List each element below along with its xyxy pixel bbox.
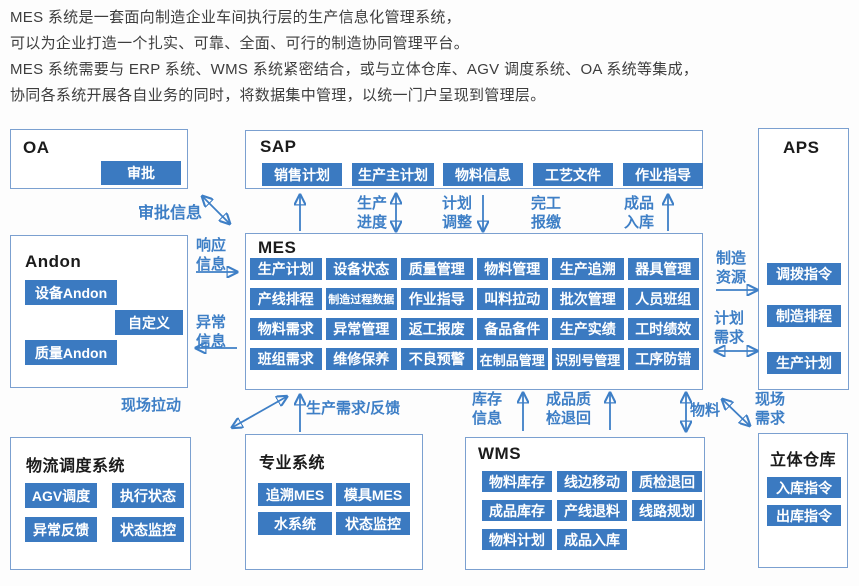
module-chip: 物料需求 (250, 318, 322, 340)
module-chip: 工时绩效 (627, 318, 699, 340)
module-chip: 审批 (101, 161, 181, 185)
aps-box-title: APS (783, 138, 820, 157)
module-chip: 在制品管理 (476, 348, 548, 370)
flow-label-production-progress: 生产 进度 (357, 195, 388, 231)
module-chip: 工艺文件 (533, 163, 613, 186)
module-chip: 成品入库 (557, 529, 627, 550)
oa-box-title: OA (23, 138, 50, 157)
warehouse-box-title: 立体仓库 (770, 452, 837, 469)
module-chip: 出库指令 (767, 505, 841, 526)
wms-box: WMS 物料库存 线边移动 质检退回 成品库存 产线退料 线路规划 物料计划 成… (465, 437, 705, 570)
flow-label-completion-report: 完工 报缴 (531, 195, 562, 231)
module-chip: 追溯MES (258, 483, 332, 506)
module-chip: 状态监控 (336, 512, 410, 535)
intro-line: MES 系统是一套面向制造企业车间执行层的生产信息化管理系统， (10, 9, 461, 26)
module-chip: 返工报废 (401, 318, 473, 340)
andon-box-title: Andon (25, 252, 82, 271)
module-chip: 维修保养 (325, 348, 397, 370)
flow-label-mfg-resource: 制造 资源 (716, 250, 747, 286)
module-chip: 物料信息 (443, 163, 523, 186)
module-chip: 工序防错 (627, 348, 699, 370)
module-chip: 不良预警 (401, 348, 473, 370)
module-chip: 制造过程数据 (325, 288, 397, 310)
module-chip: 质量管理 (401, 258, 473, 280)
intro-line: 协同各系统开展各自业务的同时，将数据集中管理，以统一门户呈现到管理层。 (10, 87, 546, 104)
module-chip: 制造排程 (767, 305, 841, 327)
module-chip: 器具管理 (627, 258, 699, 280)
aps-box: APS 调拨指令 制造排程 生产计划 (758, 128, 849, 390)
module-chip: 作业指导 (623, 163, 703, 186)
module-chip: 物料管理 (476, 258, 548, 280)
intro-line: MES 系统需要与 ERP 系统、WMS 系统紧密结合，或与立体仓库、AGV 调… (10, 61, 699, 78)
flow-label-inventory-info: 库存 信息 (472, 391, 503, 427)
module-chip: AGV调度 (25, 483, 97, 508)
flow-label-finished-quality-return: 成品质 检退回 (546, 391, 592, 427)
mes-box: MES 生产计划 设备状态 质量管理 物料管理 生产追溯 器具管理 产线排程 制… (245, 233, 703, 390)
module-chip: 执行状态 (112, 483, 184, 508)
flow-label-approval-info: 审批信息 (138, 205, 203, 222)
flow-label-abnormal-info: 异常 信息 (196, 314, 227, 350)
module-chip: 作业指导 (401, 288, 473, 310)
mes-box-title: MES (258, 238, 297, 257)
module-chip: 批次管理 (552, 288, 624, 310)
wms-box-title: WMS (478, 444, 522, 463)
intro-paragraph: MES 系统是一套面向制造企业车间执行层的生产信息化管理系统， 可以为企业打造一… (10, 5, 840, 109)
flow-label-plan-demand: 计划 需求 (714, 310, 745, 346)
module-chip: 产线退料 (557, 500, 627, 521)
module-chip: 入库指令 (767, 477, 841, 498)
module-chip: 班组需求 (250, 348, 322, 370)
flow-label-plan-adjust: 计划 调整 (442, 195, 473, 231)
professional-box: 专业系统 追溯MES 模具MES 水系统 状态监控 (245, 434, 423, 570)
mes-module-grid: 生产计划 设备状态 质量管理 物料管理 生产追溯 器具管理 产线排程 制造过程数… (250, 258, 699, 370)
sap-box: SAP 销售计划 生产主计划 物料信息 工艺文件 作业指导 (245, 130, 703, 189)
flow-label-prod-demand-feedback: 生产需求/反馈 (306, 400, 401, 417)
flow-label-site-demand: 现场 需求 (755, 391, 786, 427)
module-chip: 异常反馈 (25, 517, 97, 542)
professional-box-title: 专业系统 (259, 455, 326, 472)
module-chip: 状态监控 (112, 517, 184, 542)
module-chip: 质检退回 (632, 471, 702, 492)
module-chip: 生产实绩 (552, 318, 624, 340)
warehouse-box: 立体仓库 入库指令 出库指令 (758, 433, 848, 568)
module-chip: 成品库存 (482, 500, 552, 521)
module-chip: 调拨指令 (767, 263, 841, 285)
module-chip: 销售计划 (262, 163, 342, 186)
module-chip: 生产计划 (767, 352, 841, 374)
module-chip: 自定义 (115, 310, 183, 335)
sap-box-title: SAP (260, 137, 297, 156)
module-chip: 生产计划 (250, 258, 322, 280)
module-chip: 叫料拉动 (476, 288, 548, 310)
andon-box: Andon 设备Andon 自定义 质量Andon (10, 235, 188, 388)
module-chip: 水系统 (258, 512, 332, 535)
module-chip: 异常管理 (325, 318, 397, 340)
oa-box: OA 审批 (10, 129, 188, 189)
arrow-approval-info (203, 197, 229, 223)
module-chip: 模具MES (336, 483, 410, 506)
intro-line: 可以为企业打造一个扎实、可靠、全面、可行的制造协同管理平台。 (10, 35, 470, 52)
module-chip: 产线排程 (250, 288, 322, 310)
wms-module-grid: 物料库存 线边移动 质检退回 成品库存 产线退料 线路规划 物料计划 成品入库 (482, 471, 704, 550)
module-chip: 备品备件 (476, 318, 548, 340)
module-chip: 线路规划 (632, 500, 702, 521)
module-chip: 物料计划 (482, 529, 552, 550)
module-chip: 生产追溯 (552, 258, 624, 280)
module-chip: 设备Andon (25, 280, 117, 305)
arrow-site-demand (723, 400, 749, 425)
arrow-site-pull (233, 397, 286, 427)
module-chip: 物料库存 (482, 471, 552, 492)
module-chip: 线边移动 (557, 471, 627, 492)
logistics-box-title: 物流调度系统 (26, 458, 126, 475)
module-chip: 质量Andon (25, 340, 117, 365)
module-chip: 识别号管理 (552, 348, 624, 370)
module-chip: 设备状态 (325, 258, 397, 280)
logistics-box: 物流调度系统 AGV调度 执行状态 异常反馈 状态监控 (10, 437, 191, 570)
flow-label-finished-inbound: 成品 入库 (624, 195, 655, 231)
flow-label-response-info: 响应 信息 (196, 237, 227, 273)
flow-label-material: 物料 (690, 402, 721, 419)
module-chip: 人员班组 (627, 288, 699, 310)
module-chip: 生产主计划 (352, 163, 434, 186)
flow-label-site-pull: 现场拉动 (121, 397, 182, 414)
